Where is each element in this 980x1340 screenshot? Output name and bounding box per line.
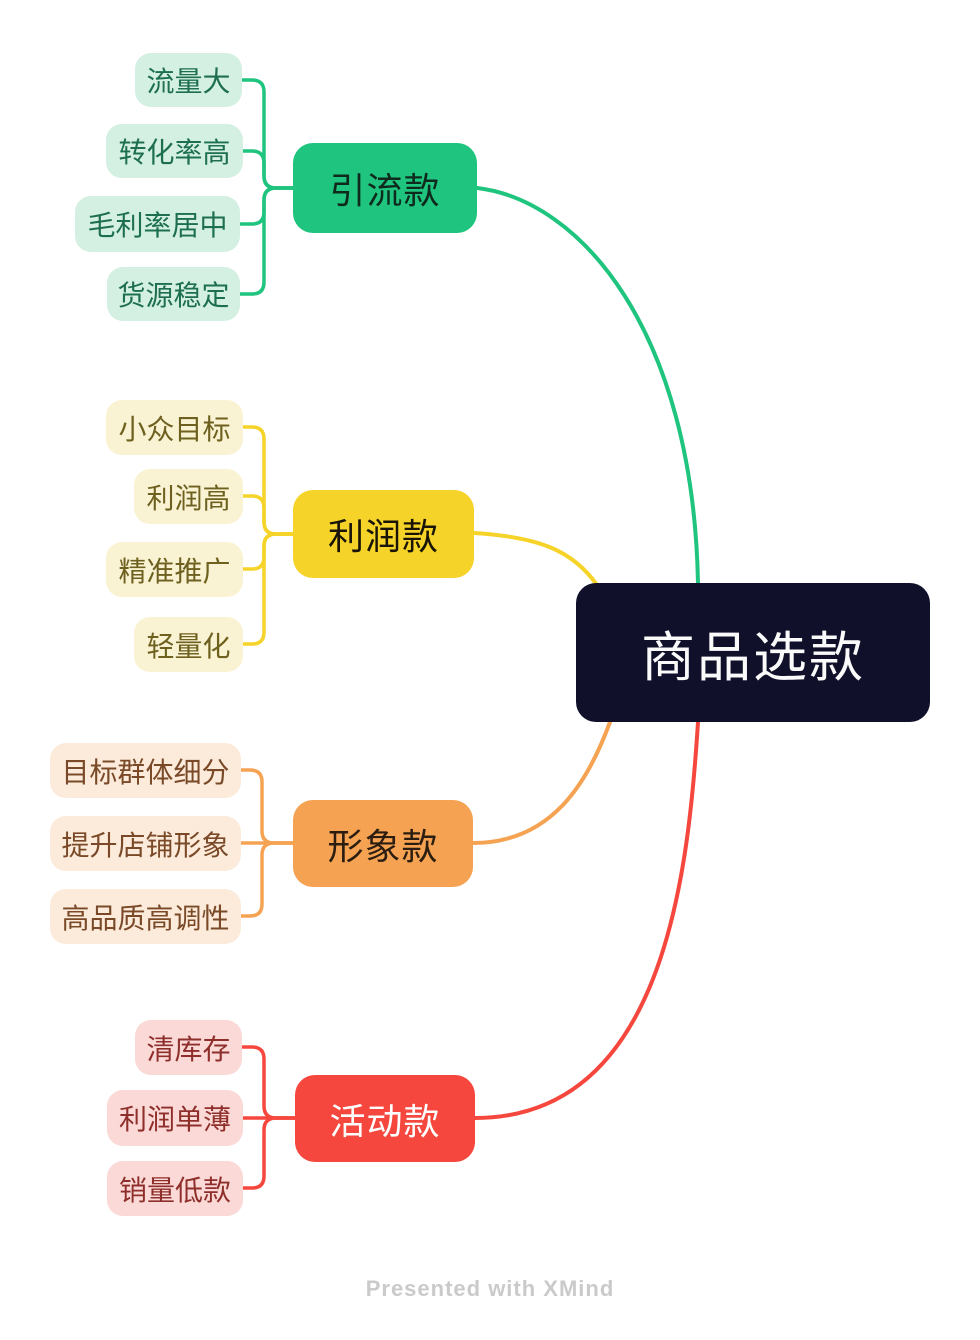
- branch-1-subtopic-2-connector: [241, 149, 295, 190]
- branch-1-subtopic-1-connector: [240, 78, 295, 190]
- branch-4-topic[interactable]: 活动款: [295, 1075, 475, 1162]
- branch-4-subtopic-3-connector: [241, 1116, 297, 1190]
- branch-3-topic[interactable]: 形象款: [293, 800, 473, 887]
- branch-2-subtopic-1-connector: [241, 425, 295, 536]
- branch-3-subtopic-3-connector: [239, 841, 295, 918]
- branch-1-subtopic-4[interactable]: 货源稳定: [107, 267, 240, 321]
- branch-2-subtopic-1[interactable]: 小众目标: [106, 400, 243, 455]
- branch-2-topic[interactable]: 利润款: [293, 490, 474, 578]
- branch-4-connector: [473, 720, 700, 1120]
- branch-1-topic[interactable]: 引流款: [293, 143, 477, 233]
- branch-2-subtopic-3-connector: [241, 532, 295, 571]
- branch-3-subtopic-1[interactable]: 目标群体细分: [50, 743, 241, 798]
- central-topic[interactable]: 商品选款: [576, 583, 930, 722]
- branch-2-subtopic-4-connector: [241, 532, 295, 646]
- branch-3-subtopic-1-connector: [239, 768, 295, 845]
- branch-4-subtopic-3[interactable]: 销量低款: [107, 1161, 243, 1216]
- branch-4-subtopic-2[interactable]: 利润单薄: [107, 1090, 243, 1146]
- branch-1-connector: [475, 186, 700, 585]
- branch-2-subtopic-3[interactable]: 精准推广: [106, 542, 243, 597]
- branch-1-subtopic-1[interactable]: 流量大: [135, 53, 242, 107]
- branch-4-subtopic-1[interactable]: 清库存: [135, 1020, 242, 1075]
- branch-2-connector: [472, 531, 599, 587]
- branch-2-subtopic-4[interactable]: 轻量化: [134, 617, 243, 672]
- branch-1-subtopic-4-connector: [237, 186, 295, 296]
- branch-1-subtopic-2[interactable]: 转化率高: [106, 124, 243, 178]
- branch-1-subtopic-3[interactable]: 毛利率居中: [75, 196, 240, 252]
- branch-3-subtopic-2[interactable]: 提升店铺形象: [50, 816, 241, 871]
- branch-2-subtopic-2-connector: [241, 494, 295, 536]
- branch-3-connector: [471, 720, 612, 845]
- xmind-watermark: Presented with XMind: [365, 1276, 615, 1301]
- branch-2-subtopic-2[interactable]: 利润高: [134, 469, 243, 524]
- branch-3-subtopic-3[interactable]: 高品质高调性: [50, 889, 241, 944]
- branch-4-subtopic-1-connector: [240, 1045, 297, 1120]
